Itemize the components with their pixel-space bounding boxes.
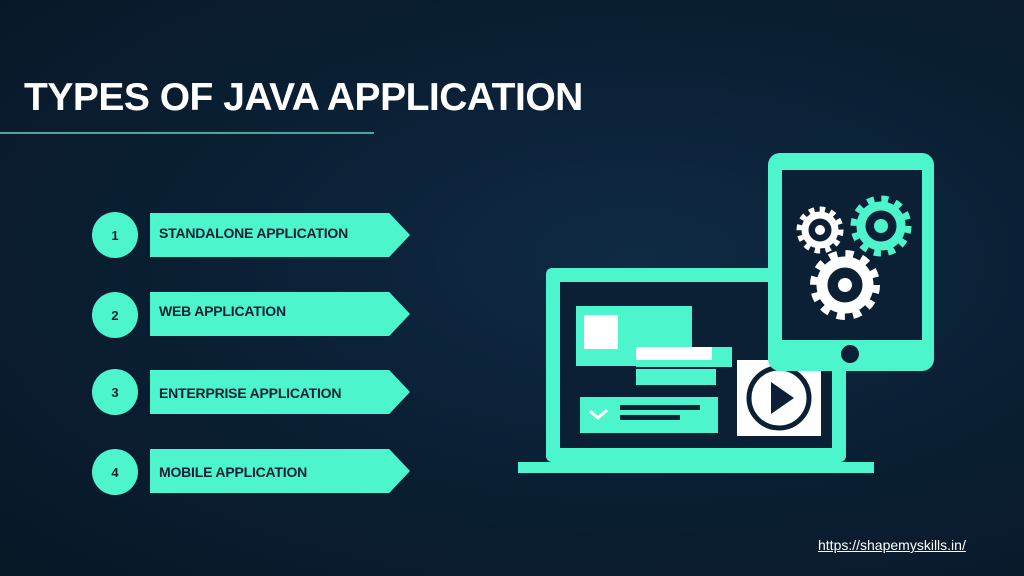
item-label: ENTERPRISE APPLICATION [159, 385, 342, 401]
page-title: TYPES OF JAVA APPLICATION [24, 76, 583, 119]
arrow-banner [150, 292, 410, 336]
devices-illustration [518, 153, 934, 473]
arrow-banner [150, 449, 410, 493]
checkbox-icon [580, 397, 718, 433]
tablet-icon [768, 153, 934, 371]
list-item-mobile: 4 MOBILE APPLICATION [92, 449, 412, 495]
item-label: STANDALONE APPLICATION [159, 225, 349, 241]
arrow-banner [150, 370, 410, 414]
list-item-enterprise: 3 ENTERPRISE APPLICATION [92, 369, 412, 415]
item-number-badge: 4 [92, 449, 138, 495]
title-underline [0, 132, 374, 134]
item-number-badge: 2 [92, 292, 138, 338]
gear-icon [810, 250, 880, 320]
list-item-standalone: 1 STANDALONE APPLICATION [92, 212, 412, 258]
list-item-web: 2 WEB APPLICATION [92, 292, 412, 338]
gear-icon [796, 206, 844, 254]
item-label: WEB APPLICATION [159, 303, 286, 319]
play-icon [737, 360, 821, 436]
item-number-badge: 1 [92, 212, 138, 258]
item-number-badge: 3 [92, 369, 138, 415]
item-label: MOBILE APPLICATION [159, 464, 308, 480]
gear-icon [850, 195, 912, 257]
website-link[interactable]: https://shapemyskills.in/ [818, 537, 966, 553]
arrow-banner [150, 213, 410, 257]
